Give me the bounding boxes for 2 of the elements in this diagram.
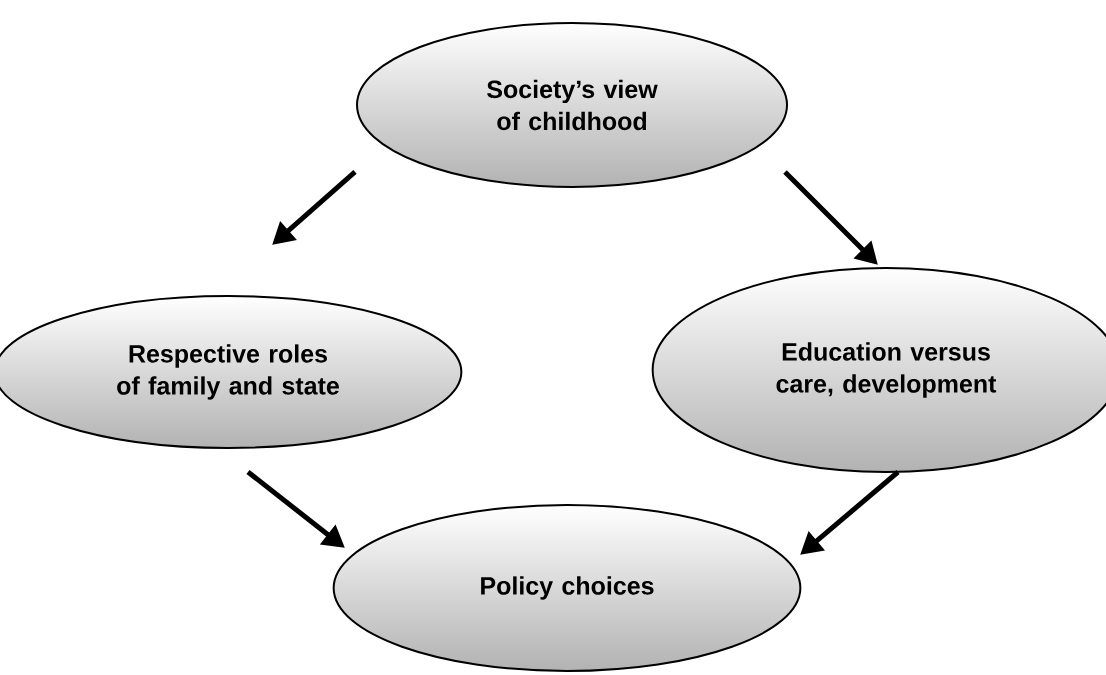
ellipse-node: Society’s view of childhood: [356, 22, 788, 188]
ellipse-node: Policy choices: [332, 504, 802, 672]
